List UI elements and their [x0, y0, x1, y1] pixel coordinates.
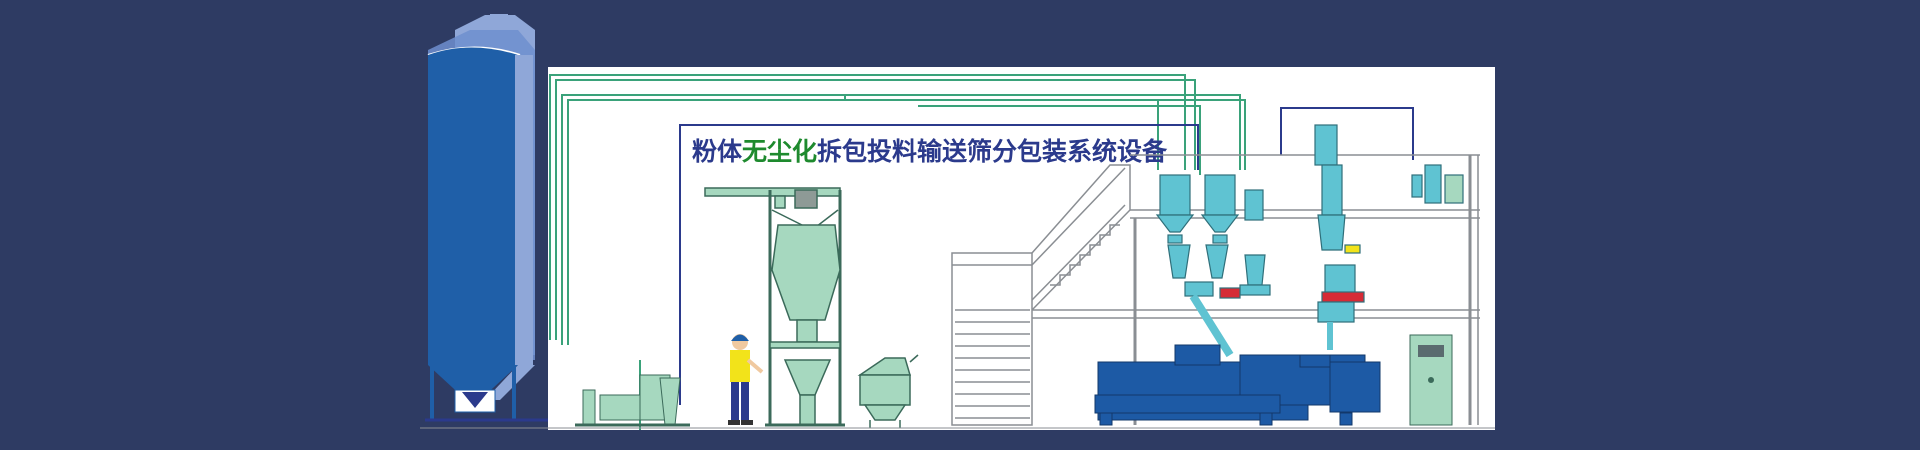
- title-part-1: 粉体: [692, 137, 743, 166]
- top-filter-unit: [1411, 164, 1464, 204]
- platform-stairs: [951, 154, 1480, 426]
- big-bag-unloading-station: [704, 187, 845, 427]
- silo-icon: [425, 14, 548, 422]
- worker-icon: [728, 334, 764, 425]
- title-part-2: 无尘化: [742, 137, 817, 166]
- vertical-feeder-column: [1314, 124, 1365, 350]
- stair-steps: [955, 309, 1030, 419]
- vibrating-sieve: [857, 354, 919, 428]
- title-part-3: 拆包投料输送筛分包装系统设备: [817, 137, 1168, 166]
- conveying-pipes: [549, 74, 1246, 430]
- feed-hoppers: [1155, 174, 1271, 358]
- extruder-machine: [1094, 344, 1381, 426]
- diagram-title: 粉体无尘化拆包投料输送筛分包装系统设备: [692, 137, 1168, 166]
- control-cabinet-icon: [1409, 334, 1453, 426]
- signal-lines: [679, 107, 1414, 405]
- blower-unit: [575, 374, 690, 427]
